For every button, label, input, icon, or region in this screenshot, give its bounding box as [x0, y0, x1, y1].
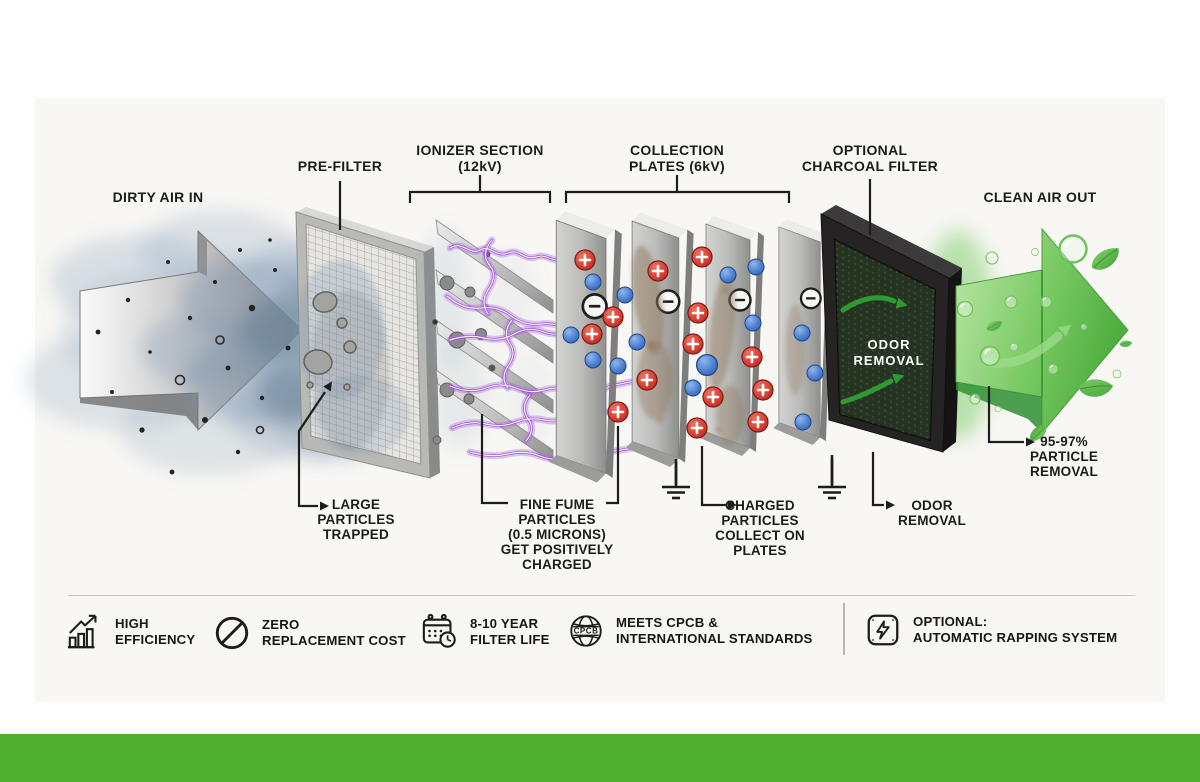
- ground-symbols: [660, 455, 848, 500]
- callout-large-particles: LARGE PARTICLES TRAPPED: [317, 497, 395, 542]
- callout-fine-fume: FINE FUME PARTICLES (0.5 MICRONS) GET PO…: [500, 497, 614, 572]
- lightning-square-icon: [867, 614, 899, 646]
- stage-label-collection-plates: COLLECTION PLATES (6kV): [629, 142, 725, 174]
- charcoal-overlay-label: ODOR REMOVAL: [853, 337, 925, 368]
- feature-rapping-system: OPTIONAL: AUTOMATIC RAPPING SYSTEM: [864, 611, 1117, 649]
- large-particles-connector: [297, 391, 326, 508]
- odor-flow-arrows: [840, 295, 897, 405]
- odor-removal-connector: [871, 452, 884, 507]
- feature-filter-life: 8-10 YEAR FILTER LIFE: [421, 612, 550, 652]
- feature-zero-replacement: ZERO REPLACEMENT COST: [213, 614, 406, 652]
- globe-icon: CPCB: [570, 615, 602, 647]
- particle-removal-connector: [987, 386, 1024, 444]
- feature-high-efficiency: HIGH EFFICIENCY: [66, 612, 195, 652]
- feature-label: MEETS CPCB & INTERNATIONAL STANDARDS: [616, 615, 813, 646]
- footer-accent-bar: [0, 734, 1200, 782]
- feature-label: ZERO REPLACEMENT COST: [262, 617, 406, 648]
- stage-label-ionizer: IONIZER SECTION (12kV): [416, 142, 544, 174]
- fine-fume-connector-left: [480, 414, 508, 505]
- trapped-particle-blobs: [303, 291, 357, 391]
- feature-label: OPTIONAL: AUTOMATIC RAPPING SYSTEM: [913, 614, 1118, 645]
- feature-standards: CPCB MEETS CPCB & INTERNATIONAL STANDARD…: [567, 612, 813, 650]
- features-vertical-divider: [843, 603, 845, 655]
- charged-particles-connector: [700, 446, 726, 507]
- fine-fume-connector-right: [606, 426, 620, 505]
- stage-label-dirty-air: DIRTY AIR IN: [112, 189, 204, 205]
- bar-chart-up-icon: [67, 614, 97, 649]
- ionizer-bracket: [408, 175, 552, 203]
- callout-charged-particles: CHARGED PARTICLES COLLECT ON PLATES: [715, 498, 805, 558]
- calendar-clock-icon: [422, 613, 456, 648]
- features-divider: [68, 595, 1135, 596]
- stage-label-pre-filter: PRE-FILTER: [297, 158, 383, 174]
- feature-label: HIGH EFFICIENCY: [115, 616, 196, 647]
- stage-label-charcoal-filter: OPTIONAL CHARCOAL FILTER: [801, 142, 939, 174]
- stage-label-clean-air: CLEAN AIR OUT: [983, 189, 1097, 205]
- collection-bracket: [564, 175, 791, 203]
- no-sign-icon: [215, 616, 249, 650]
- callout-particle-removal: 95-97% PARTICLE REMOVAL: [1029, 434, 1099, 479]
- callout-lines: [297, 175, 1024, 508]
- charcoal-filter-panel: [820, 205, 962, 453]
- dust-particles: [95, 238, 291, 475]
- globe-cpcb-text: CPCB: [574, 627, 599, 636]
- callout-odor-removal: ODOR REMOVAL: [898, 498, 966, 528]
- pre-filter-panel: [295, 207, 440, 479]
- feature-label: 8-10 YEAR FILTER LIFE: [470, 616, 550, 647]
